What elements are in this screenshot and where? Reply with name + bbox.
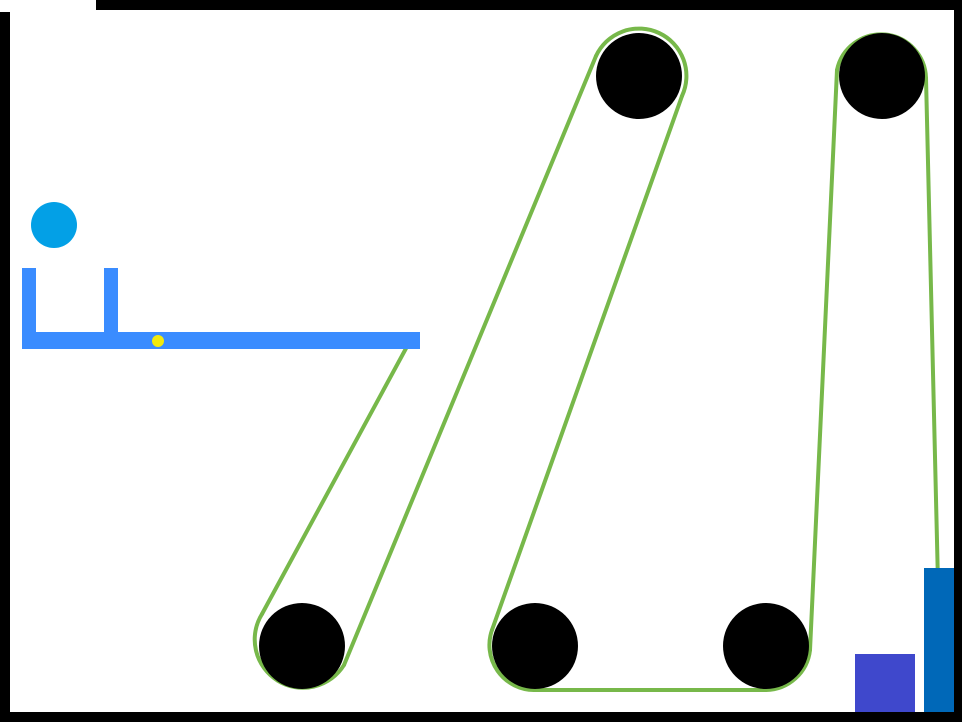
pulley-1	[259, 603, 345, 689]
rope-segment	[924, 76, 940, 585]
rope-segment	[260, 339, 412, 616]
pulley-4	[723, 603, 809, 689]
rope-segment	[342, 54, 598, 667]
pulley-2	[596, 33, 682, 119]
pulley-3	[492, 603, 578, 689]
weight-block[interactable]	[855, 654, 915, 712]
cup-wall-left[interactable]	[22, 268, 36, 349]
play-area-top-left	[0, 0, 96, 12]
play-area	[10, 10, 954, 712]
rope-segment	[490, 94, 684, 632]
cup-wall-right[interactable]	[104, 268, 118, 349]
pulley-5	[839, 33, 925, 119]
ball[interactable]	[31, 202, 77, 248]
lever-arm[interactable]	[22, 268, 420, 349]
rope-segment	[808, 68, 839, 652]
rope-wrap-pulley-2	[594, 26, 689, 98]
lever-beam[interactable]	[22, 332, 420, 349]
post	[924, 568, 954, 712]
pivot-point	[152, 335, 164, 347]
right-frame-notch	[954, 568, 962, 578]
rope-wrap-pulley-4	[764, 648, 812, 692]
rope-wrap-pulley-3	[487, 628, 536, 692]
